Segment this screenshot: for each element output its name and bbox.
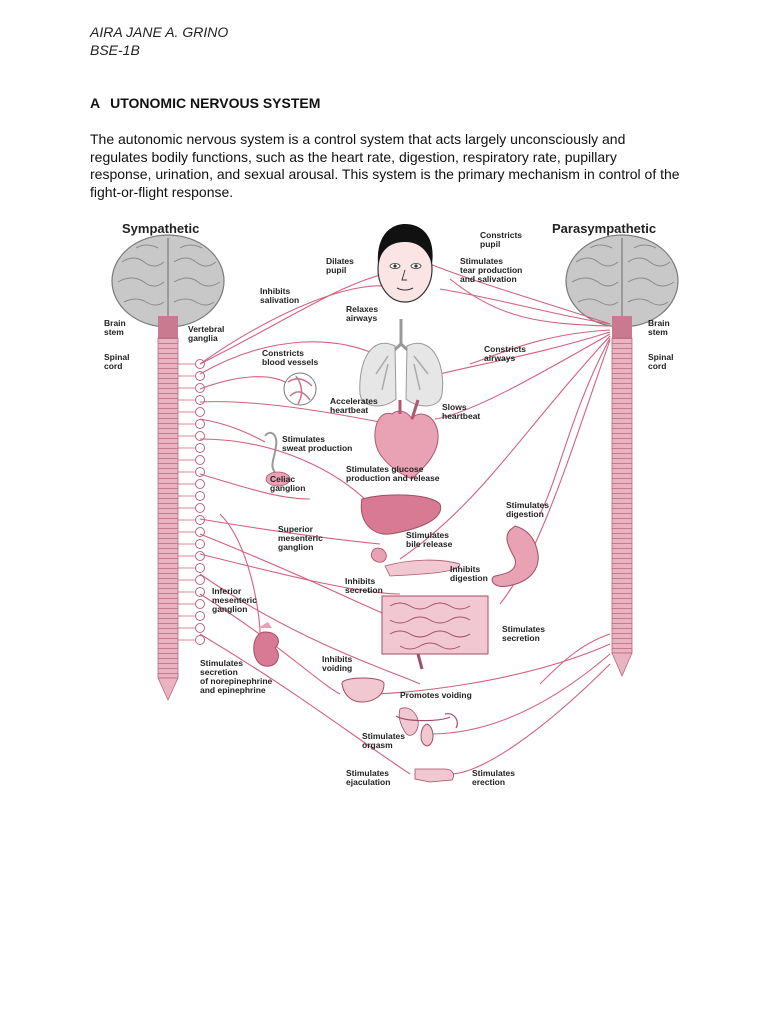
sympathetic-spinal-cord <box>157 337 179 679</box>
ganglion <box>195 455 205 465</box>
ganglion <box>195 479 205 489</box>
head-face <box>377 224 433 303</box>
blood-vessels <box>283 372 317 406</box>
stomach <box>491 525 539 588</box>
ganglion <box>195 419 205 429</box>
intestines <box>381 595 489 670</box>
ganglion <box>195 563 205 573</box>
heart <box>374 399 439 480</box>
ganglion <box>195 383 205 393</box>
kidney-adrenal <box>253 622 279 667</box>
ganglion <box>195 611 205 621</box>
nerve-fibers <box>199 263 611 775</box>
ganglion <box>195 431 205 441</box>
promotes-voiding-label: Promotes voiding <box>400 690 472 700</box>
ganglion <box>195 599 205 609</box>
ganglion <box>195 539 205 549</box>
parasympathetic-spinal-cord <box>611 337 633 654</box>
ganglion <box>195 551 205 561</box>
gallbladder-pancreas <box>370 547 461 577</box>
parasympathetic-brain <box>565 234 679 338</box>
class-section: BSE-1B <box>90 42 140 58</box>
sweat-gland <box>264 431 291 487</box>
autonomic-nervous-system-diagram: Sympathetic Parasympathetic <box>104 221 679 787</box>
ganglion <box>195 527 205 537</box>
parasympathetic-heading: Parasympathetic <box>552 221 656 236</box>
reproductive-male <box>414 768 454 783</box>
author-name: AIRA JANE A. GRINO <box>90 24 229 40</box>
ganglion <box>195 371 205 381</box>
sympathetic-heading: Sympathetic <box>122 221 199 236</box>
sympathetic-brain <box>111 234 225 338</box>
bladder <box>341 677 385 703</box>
vertebral-ganglia-chain <box>178 359 205 645</box>
reproductive-female <box>395 707 458 747</box>
ganglion <box>195 395 205 405</box>
ganglion <box>195 407 205 417</box>
document-title: A UTONOMIC NERVOUS SYSTEM <box>90 95 320 111</box>
ganglion <box>195 623 205 633</box>
title-rest: UTONOMIC NERVOUS SYSTEM <box>110 95 321 111</box>
liver <box>360 494 442 535</box>
ganglion <box>195 491 205 501</box>
intro-paragraph: The autonomic nervous system is a contro… <box>90 131 680 200</box>
ganglion <box>195 587 205 597</box>
ganglion <box>195 503 205 513</box>
ganglion <box>195 635 205 645</box>
lungs <box>359 319 444 407</box>
ganglion <box>195 575 205 585</box>
title-first-letter: A <box>90 95 101 111</box>
ganglion <box>195 443 205 453</box>
